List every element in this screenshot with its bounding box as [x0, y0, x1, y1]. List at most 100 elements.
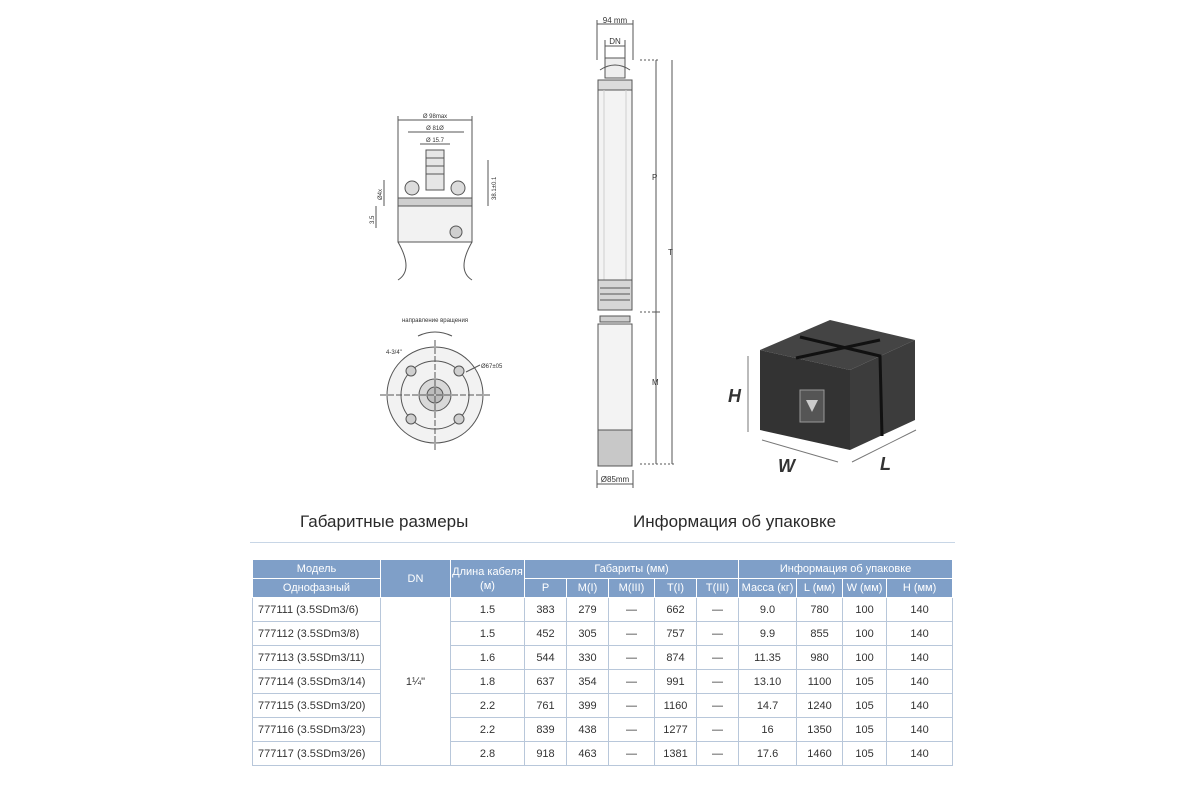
- header-t3: T(III): [695, 578, 740, 598]
- cell-cable: 2.2: [450, 717, 525, 742]
- box-l-label: L: [880, 454, 891, 474]
- cell-cable: 2.2: [450, 693, 525, 718]
- cell-w: 105: [842, 669, 888, 694]
- cell-model: 777113 (3.5SDm3/11): [252, 645, 381, 670]
- cell-t1: 757: [654, 621, 697, 646]
- table-row: 777111 (3.5SDm3/6) 1¼" 1.5 383 279 — 662…: [252, 597, 954, 766]
- spec-table-body: 777111 (3.5SDm3/6) 1¼" 1.5 383 279 — 662…: [252, 597, 954, 766]
- box-w-label: W: [778, 456, 797, 476]
- cell-cable: 1.6: [450, 645, 525, 670]
- bolts-label: 4-3/4": [386, 350, 402, 356]
- cell-t1: 662: [654, 597, 697, 622]
- detail-h3: 3.5: [370, 215, 376, 224]
- cell-t1: 874: [654, 645, 697, 670]
- cell-t3: —: [695, 741, 740, 766]
- table-row: 777116 (3.5SDm3/23) 2.2 839 438 — 1277 —…: [252, 717, 954, 742]
- spec-table-header: Модель DN Длина кабеля (м) Габариты (мм)…: [252, 559, 954, 598]
- cell-h: 140: [886, 693, 954, 718]
- cell-h: 140: [886, 669, 954, 694]
- cell-cable: 1.8: [450, 669, 525, 694]
- cell-model: 777117 (3.5SDm3/26): [252, 741, 381, 766]
- detail-h2: Ø4x: [378, 189, 384, 200]
- cell-model: 777116 (3.5SDm3/23): [252, 717, 381, 742]
- cell-t1: 991: [654, 669, 697, 694]
- cell-p: 383: [524, 597, 567, 622]
- spec-table: Модель DN Длина кабеля (м) Габариты (мм)…: [252, 559, 954, 766]
- packaging-title: Информация об упаковке: [633, 512, 837, 531]
- cell-t1: 1381: [654, 741, 697, 766]
- dimensions-title: Габаритные размеры: [300, 512, 469, 531]
- cell-p: 839: [524, 717, 567, 742]
- header-packaging: Информация об упаковке: [738, 559, 954, 579]
- header-model: Модель: [252, 559, 381, 579]
- dim-dn-label: DN: [609, 37, 621, 46]
- cell-l: 855: [796, 621, 844, 646]
- cell-model: 777114 (3.5SDm3/14): [252, 669, 381, 694]
- cell-p: 452: [524, 621, 567, 646]
- cell-w: 100: [842, 645, 888, 670]
- cell-m1: 354: [566, 669, 609, 694]
- cell-l: 780: [796, 597, 844, 622]
- cell-m3: —: [608, 597, 655, 622]
- cell-dn: 1¼": [380, 597, 451, 766]
- cell-m3: —: [608, 741, 655, 766]
- cell-t3: —: [695, 645, 740, 670]
- dim-bottom-label: Ø85mm: [601, 475, 630, 484]
- flange-bottom-view: [380, 331, 490, 450]
- cell-l: 1240: [796, 693, 844, 718]
- cell-m3: —: [608, 717, 655, 742]
- cell-cable: 1.5: [450, 621, 525, 646]
- header-dn: DN: [380, 559, 451, 598]
- header-mass: Масса (кг): [738, 578, 798, 598]
- table-row: 777113 (3.5SDm3/11) 1.6 544 330 — 874 — …: [252, 645, 954, 670]
- cell-m3: —: [608, 693, 655, 718]
- cell-mass: 14.7: [738, 693, 798, 718]
- cell-t1: 1277: [654, 717, 697, 742]
- cell-w: 100: [842, 597, 888, 622]
- cell-t3: —: [695, 693, 740, 718]
- cell-m1: 438: [566, 717, 609, 742]
- cell-h: 140: [886, 645, 954, 670]
- cell-p: 637: [524, 669, 567, 694]
- dim-p-label: P: [652, 173, 657, 182]
- header-w: W (мм): [842, 578, 888, 598]
- cell-m1: 305: [566, 621, 609, 646]
- cell-p: 761: [524, 693, 567, 718]
- cell-w: 100: [842, 621, 888, 646]
- cell-t3: —: [695, 669, 740, 694]
- cell-mass: 17.6: [738, 741, 798, 766]
- header-l: L (мм): [796, 578, 844, 598]
- pump-side-view: [596, 20, 676, 488]
- table-row: 777112 (3.5SDm3/8) 1.5 452 305 — 757 — 9…: [252, 621, 954, 646]
- cell-model: 777112 (3.5SDm3/8): [252, 621, 381, 646]
- cell-l: 1350: [796, 717, 844, 742]
- cell-l: 1460: [796, 741, 844, 766]
- cell-m3: —: [608, 669, 655, 694]
- table-row: 777115 (3.5SDm3/20) 2.2 761 399 — 1160 —…: [252, 693, 954, 718]
- header-m1: M(I): [566, 578, 609, 598]
- detail-d1: Ø 98max: [423, 114, 447, 120]
- cell-p: 544: [524, 645, 567, 670]
- cell-cable: 1.5: [450, 597, 525, 622]
- cell-w: 105: [842, 741, 888, 766]
- cell-mass: 9.9: [738, 621, 798, 646]
- cell-t3: —: [695, 717, 740, 742]
- flange-label: Ø67±05: [481, 364, 503, 370]
- header-dimensions: Габариты (мм): [523, 559, 740, 579]
- cell-mass: 11.35: [738, 645, 798, 670]
- detail-d3: Ø 15.7: [426, 138, 445, 144]
- rotation-label: направление вращения: [402, 318, 468, 324]
- cell-h: 140: [886, 621, 954, 646]
- cell-p: 918: [524, 741, 567, 766]
- header-phase: Однофазный: [252, 578, 381, 598]
- cell-m1: 330: [566, 645, 609, 670]
- cell-t3: —: [695, 621, 740, 646]
- cell-w: 105: [842, 693, 888, 718]
- cell-model: 777111 (3.5SDm3/6): [252, 597, 381, 622]
- cell-mass: 9.0: [738, 597, 798, 622]
- detail-h1: 38.1±0.1: [492, 176, 498, 200]
- cell-m1: 399: [566, 693, 609, 718]
- header-t1: T(I): [654, 578, 697, 598]
- cell-m1: 279: [566, 597, 609, 622]
- cell-m3: —: [608, 621, 655, 646]
